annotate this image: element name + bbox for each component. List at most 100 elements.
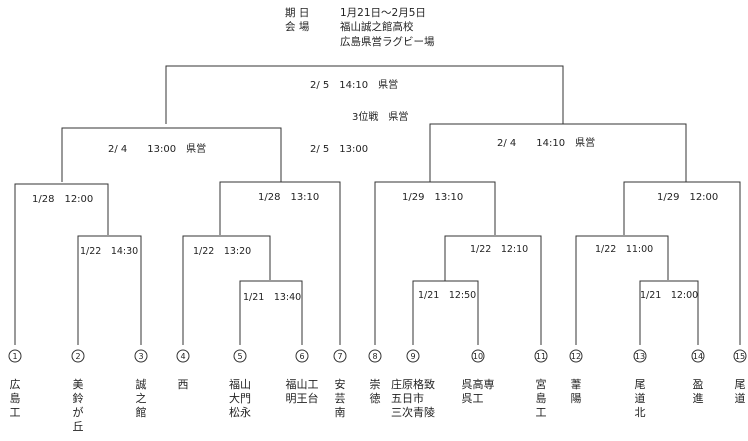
team-number: 3 xyxy=(138,352,143,361)
team-15: 15 尾道 xyxy=(733,349,747,405)
venue-2: 広島県営ラグビー場 xyxy=(340,35,435,48)
team-number: 13 xyxy=(635,352,645,361)
bracket-lines xyxy=(14,65,741,345)
team-name: 美鈴が丘 xyxy=(73,378,84,433)
team-name: 庄五三 xyxy=(391,377,402,419)
qf-2-line xyxy=(219,181,341,345)
team-number-circle xyxy=(71,349,85,363)
r1-1-label: 1/22 14:30 xyxy=(80,246,138,257)
team-number-circle xyxy=(176,349,190,363)
team-number: 6 xyxy=(299,352,304,361)
team-name: 尾道 xyxy=(735,378,746,405)
team-number-circle xyxy=(471,349,485,363)
team-number-circle xyxy=(534,349,548,363)
r1-4-line xyxy=(444,235,542,345)
semi-left-line xyxy=(61,127,282,182)
team-number-circle xyxy=(8,349,22,363)
team-1: 1 広島工 xyxy=(8,349,22,419)
team-8: 8 崇徳 xyxy=(368,349,382,405)
teams: 1広島工2美鈴が丘3誠之館4西5福大松山門永6福明山王工台7安芸南8崇徳9庄五三… xyxy=(8,349,747,433)
r1-3-line xyxy=(239,280,303,345)
team-name: 福明 xyxy=(286,377,297,405)
final-label: 2/ 5 14:10 県営 xyxy=(310,78,398,91)
team-number: 15 xyxy=(735,352,745,361)
team-name: 広島工 xyxy=(10,378,21,419)
team-number-circle xyxy=(633,349,647,363)
team-name: 葦陽 xyxy=(571,378,582,405)
period-value: 1月21日～2月5日 xyxy=(340,7,426,19)
team-number-circle xyxy=(368,349,382,363)
qf-3-line xyxy=(374,181,496,345)
team-number-circle xyxy=(406,349,420,363)
semi-right-line xyxy=(429,123,687,182)
team-name: 山門永 xyxy=(240,378,251,419)
venue-label: 会 場 xyxy=(285,20,310,33)
team-name: 西 xyxy=(178,378,189,391)
qf-4-label: 1/29 12:00 xyxy=(657,192,718,203)
team-11: 11 宮島工 xyxy=(534,349,548,419)
team-name: 盈進 xyxy=(693,378,704,405)
team-2: 2 美鈴が丘 xyxy=(71,349,85,433)
r1-5-label: 1/21 12:50 xyxy=(418,290,476,301)
team-name: 尾道北 xyxy=(635,378,646,419)
r1-6-line xyxy=(575,235,669,345)
team-number: 8 xyxy=(372,352,377,361)
team-name: 崇徳 xyxy=(370,378,381,405)
team-number: 9 xyxy=(410,352,415,361)
third-place-label: 3位戦 県営 xyxy=(352,110,408,123)
team-number-circle xyxy=(691,349,705,363)
team-number: 14 xyxy=(693,352,703,361)
team-number-circle xyxy=(134,349,148,363)
team-name: 工台 xyxy=(308,378,319,405)
team-number-circle xyxy=(295,349,309,363)
team-7: 7 安芸南 xyxy=(333,349,347,419)
team-number: 1 xyxy=(12,352,17,361)
team-name: 原日次 xyxy=(402,378,413,419)
team-14: 14 盈進 xyxy=(691,349,705,405)
team-number-circle xyxy=(569,349,583,363)
team-name: 致 陵 xyxy=(424,377,435,419)
r1-3-label: 1/21 13:40 xyxy=(243,292,301,303)
r1-2-line xyxy=(182,235,271,345)
final-line xyxy=(165,65,564,124)
team-4: 4西 xyxy=(176,349,190,391)
team-name: 格市青 xyxy=(413,377,424,419)
r1-7-line xyxy=(639,280,699,345)
team-name: 呉呉 xyxy=(462,378,473,405)
team-number: 5 xyxy=(237,352,242,361)
semi-right-label: 2/ 4 14:10 県営 xyxy=(497,136,595,149)
team-name: 安芸南 xyxy=(335,377,346,419)
team-name: 山王 xyxy=(297,378,308,405)
r1-5-line xyxy=(412,280,479,345)
third-place-time: 2/ 5 13:00 xyxy=(310,144,368,155)
team-number: 2 xyxy=(75,352,80,361)
r1-6-label: 1/22 11:00 xyxy=(595,244,653,255)
qf-1-label: 1/28 12:00 xyxy=(32,194,93,205)
semi-left-label: 2/ 4 13:00 県営 xyxy=(108,142,206,155)
team-13: 13 尾道北 xyxy=(633,349,647,419)
team-number-circle xyxy=(333,349,347,363)
qf-1-line xyxy=(14,183,109,345)
r1-2-label: 1/22 13:20 xyxy=(193,246,251,257)
team-number-circle xyxy=(233,349,247,363)
venue-1: 福山誠之館高校 xyxy=(340,20,414,33)
team-number: 11 xyxy=(536,352,546,361)
team-name: 専 xyxy=(484,378,495,391)
team-number-circle xyxy=(733,349,747,363)
team-number: 7 xyxy=(337,352,342,361)
team-name: 高工 xyxy=(473,377,484,405)
team-number: 4 xyxy=(180,352,185,361)
team-number: 10 xyxy=(473,352,483,361)
period-label: 期 日 xyxy=(285,7,309,19)
team-name: 宮島工 xyxy=(536,377,547,419)
qf-2-label: 1/28 13:10 xyxy=(258,192,319,203)
team-name: 誠之館 xyxy=(136,378,147,419)
team-name: 福大松 xyxy=(229,377,240,419)
qf-3-label: 1/29 13:10 xyxy=(402,192,463,203)
